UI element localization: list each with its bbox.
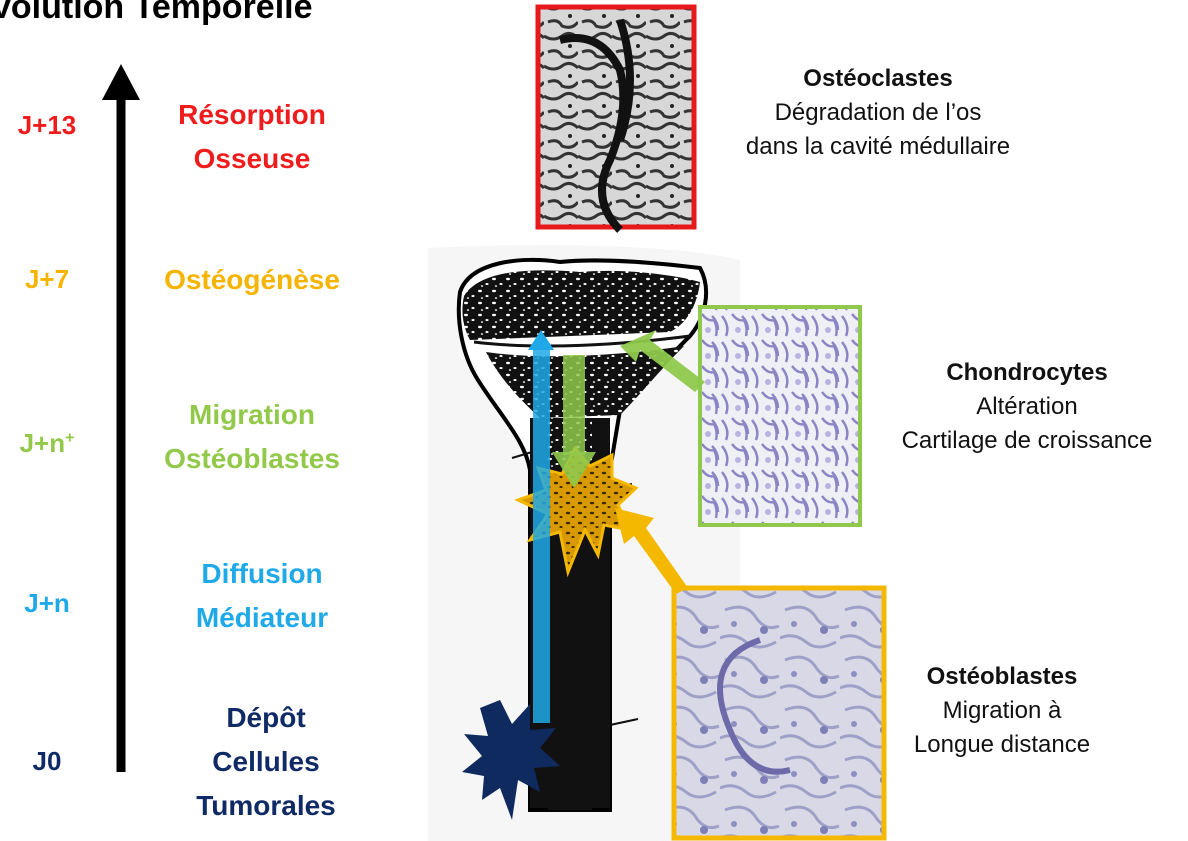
- osteoblastes-line1: Migration à: [884, 694, 1120, 728]
- day-label-jn-plus-sup: +: [65, 429, 74, 446]
- day-label-j13: J+13: [2, 110, 92, 141]
- stage-resorption: Résorption Osseuse: [122, 93, 382, 181]
- chondrocytes-line1: Altération: [872, 390, 1182, 424]
- osteoclastes-description: Ostéoclastes Dégradation de l’os dans la…: [718, 62, 1038, 164]
- stage-migration-line1: Migration: [122, 393, 382, 437]
- stage-depot-line1: Dépôt: [136, 696, 396, 740]
- diffusion-arrow-shaft: [533, 345, 550, 723]
- day-label-j7: J+7: [2, 264, 92, 295]
- day-label-j0: J0: [2, 746, 92, 777]
- osteoclastes-line2: dans la cavité médullaire: [718, 130, 1038, 164]
- stage-resorption-line1: Résorption: [122, 93, 382, 137]
- stage-diffusion-line1: Diffusion: [132, 552, 392, 596]
- stage-depot-line3: Tumorales: [136, 784, 396, 828]
- stage-migration: Migration Ostéoblastes: [122, 393, 382, 481]
- chondrocyte-image-frame: [700, 307, 860, 525]
- osteoblastes-line2: Longue distance: [884, 728, 1120, 762]
- osteoclastes-line1: Dégradation de l’os: [718, 96, 1038, 130]
- osteoblastes-title: Ostéoblastes: [884, 660, 1120, 694]
- stage-resorption-line2: Osseuse: [122, 137, 382, 181]
- stage-depot-line2: Cellules: [136, 740, 396, 784]
- stage-osteogenese-line1: Ostéogénèse: [122, 258, 382, 302]
- stage-diffusion-line2: Médiateur: [132, 596, 392, 640]
- osteoblastes-description: Ostéoblastes Migration à Longue distance: [884, 660, 1120, 762]
- day-label-jn: J+n: [2, 588, 92, 619]
- stage-migration-line2: Ostéoblastes: [122, 437, 382, 481]
- stage-diffusion: Diffusion Médiateur: [132, 552, 392, 640]
- day-label-jn-plus: J+n+: [2, 428, 92, 459]
- stage-osteogenese: Ostéogénèse: [122, 258, 382, 302]
- chondrocytes-description: Chondrocytes Altération Cartilage de cro…: [872, 356, 1182, 458]
- migration-arrow-shaft: [563, 355, 585, 455]
- osteoclastes-title: Ostéoclastes: [718, 62, 1038, 96]
- osteoblast-image-frame: [674, 588, 884, 838]
- stage-depot: Dépôt Cellules Tumorales: [136, 696, 396, 828]
- chondrocytes-title: Chondrocytes: [872, 356, 1182, 390]
- day-label-jn-plus-text: J+n: [20, 428, 66, 458]
- chondrocytes-line2: Cartilage de croissance: [872, 424, 1182, 458]
